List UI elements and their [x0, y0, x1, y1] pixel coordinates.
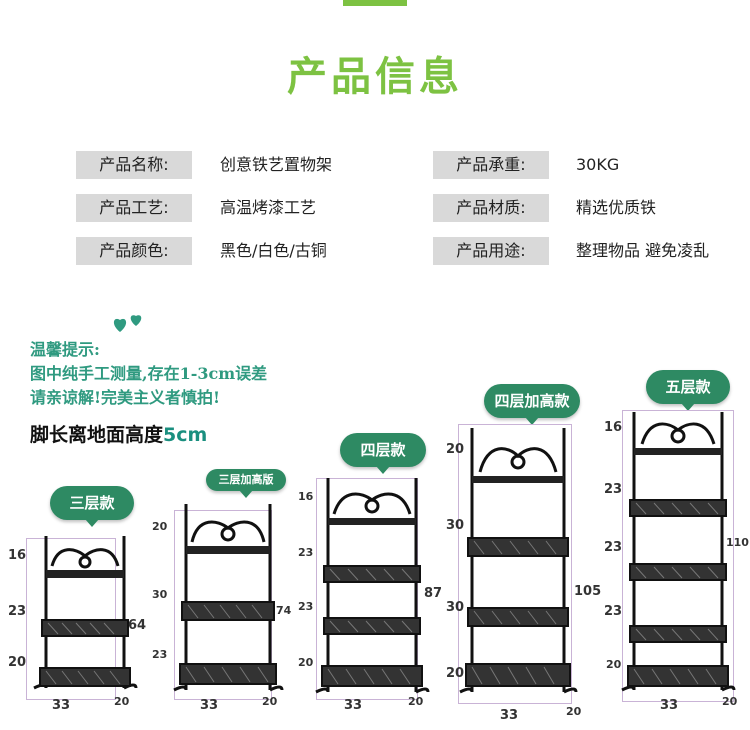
shelf4-spacing-2: 30	[446, 518, 465, 533]
shelf1-width: 33	[52, 698, 71, 713]
shelf1-depth: 20	[114, 695, 130, 708]
model-bubble-3: 三层款	[50, 486, 134, 527]
foot-height-note: 脚长离地面高度5cm	[30, 420, 207, 447]
shelf5-height: 110	[726, 536, 749, 549]
spec-label-usage: 产品用途:	[433, 237, 549, 265]
shelf1-spacing-2: 23	[8, 604, 27, 619]
shelf5-spacing-2: 23	[604, 482, 623, 497]
shelf4-depth: 20	[566, 705, 582, 718]
shelf3-spacing-3: 23	[298, 600, 314, 613]
shelf-illustration-4-tier	[315, 478, 430, 694]
shelf5-spacing-3: 23	[604, 540, 623, 555]
shelf3-spacing-1: 16	[298, 490, 314, 503]
shelf-illustration-5-tier	[621, 412, 736, 692]
model-bubble-4: 四层款	[340, 433, 426, 474]
shelf4-spacing-4: 20	[446, 666, 465, 681]
shelf4-spacing-1: 20	[446, 442, 465, 457]
shelf2-spacing-2: 30	[152, 588, 168, 601]
shelf2-height: 74	[276, 604, 292, 617]
spec-value-load: 30KG	[576, 155, 620, 174]
shelf4-width: 33	[500, 708, 519, 723]
shelf-illustration-3-tier	[33, 536, 138, 690]
shelf3-spacing-2: 23	[298, 546, 314, 559]
shelf2-depth: 20	[262, 695, 278, 708]
page-title: 产品信息	[287, 54, 463, 100]
hearts-icon	[113, 315, 142, 332]
note-title: 温馨提示:	[30, 340, 100, 359]
shelf-illustration-4-tier-tall	[459, 428, 578, 694]
spec-label-material: 产品材质:	[433, 194, 549, 222]
spec-value-process: 高温烤漆工艺	[220, 198, 317, 217]
dimension-frame-4	[458, 424, 572, 704]
foot-height-value: 5cm	[163, 424, 208, 446]
shelf1-spacing-3: 20	[8, 655, 27, 670]
shelf-illustration-3-tier-tall	[173, 504, 284, 692]
shelf4-height: 105	[574, 584, 602, 599]
shelf3-depth: 20	[408, 695, 424, 708]
shelf4-spacing-3: 30	[446, 600, 465, 615]
shelf5-width: 33	[660, 698, 679, 713]
spec-value-name: 创意铁艺置物架	[220, 155, 333, 174]
spec-value-material: 精选优质铁	[576, 198, 657, 217]
top-accent-bar	[343, 0, 407, 6]
model-bubble-4-tall: 四层加高款	[484, 384, 580, 425]
shelf3-height: 87	[424, 586, 443, 601]
foot-height-text: 脚长离地面高度	[30, 424, 164, 446]
shelf5-spacing-1: 16	[604, 420, 623, 435]
shelf5-depth: 20	[722, 695, 738, 708]
spec-value-usage: 整理物品 避免凌乱	[576, 241, 710, 260]
spec-label-name: 产品名称:	[76, 151, 192, 179]
shelf5-spacing-5: 20	[606, 658, 622, 671]
model-bubble-3-tall: 三层加高版	[206, 469, 286, 498]
dimension-frame-5	[622, 410, 734, 702]
note-warning: 请亲谅解!完美主义者慎拍!	[30, 388, 221, 407]
shelf2-spacing-3: 23	[152, 648, 168, 661]
shelf1-spacing-1: 16	[8, 548, 27, 563]
spec-label-load: 产品承重:	[433, 151, 549, 179]
shelf2-spacing-1: 20	[152, 520, 168, 533]
shelf3-width: 33	[344, 698, 363, 713]
spec-label-process: 产品工艺:	[76, 194, 192, 222]
shelf2-width: 33	[200, 698, 219, 713]
spec-value-color: 黑色/白色/古铜	[220, 241, 327, 260]
shelf1-height: 64	[128, 618, 147, 633]
model-bubble-5: 五层款	[646, 370, 730, 411]
shelf5-spacing-4: 23	[604, 604, 623, 619]
spec-label-color: 产品颜色:	[76, 237, 192, 265]
note-measure: 图中纯手工测量,存在1-3cm误差	[30, 364, 268, 383]
shelf3-spacing-4: 20	[298, 656, 314, 669]
